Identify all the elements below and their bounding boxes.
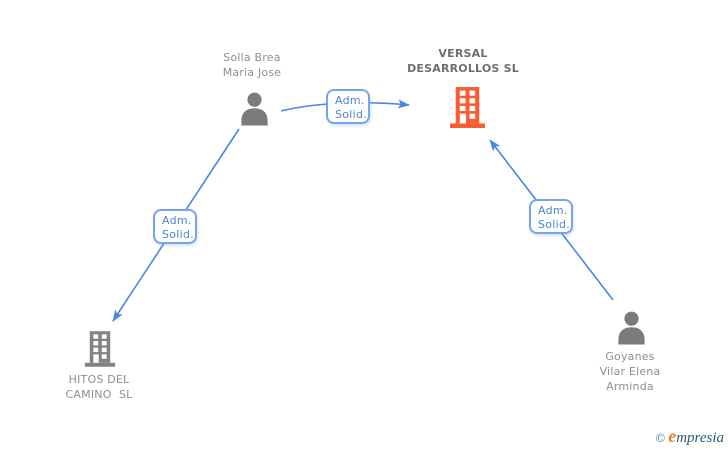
node-label-versal: VERSAL DESARROLLOS SL (407, 47, 519, 75)
person-icon (618, 311, 645, 345)
person-icon (241, 92, 268, 126)
building-icon (84, 331, 116, 367)
edge-label-line2: Solid. (335, 108, 368, 121)
node-company-hitos[interactable] (84, 331, 116, 367)
node-person-goyanes[interactable] (615, 311, 648, 345)
edge-label-line1: Adm. (335, 94, 365, 107)
edge-label-line2: Solid. (538, 218, 571, 231)
node-label-hitos: HITOS DEL CAMINO SL (65, 373, 133, 401)
copyright-icon: © (655, 430, 666, 445)
node-company-versal[interactable] (449, 87, 486, 128)
edge-label-solla-hitos: Adm. Solid. (153, 209, 197, 244)
node-person-solla[interactable] (238, 92, 271, 126)
building-icon (450, 87, 485, 128)
edge-label-goyanes-versal: Adm. Solid. (529, 199, 573, 234)
empresia-watermark: ©empresia (655, 426, 724, 447)
edge-label-line2: Solid. (162, 228, 195, 241)
node-label-solla: Solla Brea Maria Jose (222, 51, 282, 79)
node-label-goyanes: Goyanes Vilar Elena Arminda (599, 350, 661, 393)
edge-label-solla-versal: Adm. Solid. (326, 89, 370, 124)
edge-label-line1: Adm. (162, 214, 192, 227)
brand-initial: e (668, 426, 677, 446)
brand-text: mpresia (676, 430, 724, 446)
edge-label-line1: Adm. (538, 204, 568, 217)
